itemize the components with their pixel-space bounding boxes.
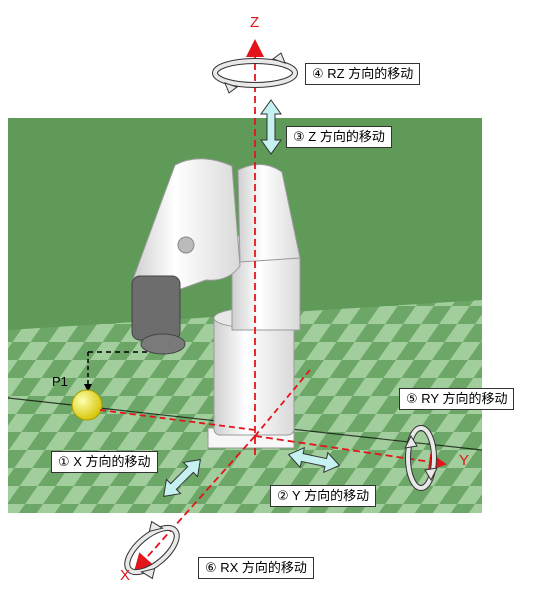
rotation-arrow-icon — [212, 52, 298, 94]
callout-z-move: ③ Z 方向的移动 — [286, 126, 392, 148]
x-axis — [134, 435, 256, 572]
point-label: P1 — [52, 374, 68, 389]
callout-y-move: ② Y 方向的移动 — [270, 485, 377, 507]
x-axis-label: X — [120, 567, 131, 584]
callout-x-move: ① X 方向的移动 — [51, 451, 158, 473]
double-arrow-icon — [287, 446, 341, 474]
y-axis-label: Y — [459, 452, 470, 469]
rotation-arrow-icon — [124, 520, 180, 580]
ry-back-line — [254, 369, 311, 437]
x-axis-back — [99, 409, 256, 431]
double-arrow-icon — [260, 99, 282, 155]
target-ball — [71, 389, 103, 421]
callout-rz-move: ④ RZ 方向的移动 — [305, 63, 421, 85]
robot-arm — [131, 158, 301, 449]
double-arrow-icon — [163, 459, 201, 497]
rotation-arrow-icon — [404, 425, 438, 491]
z-axis-label: Z — [250, 14, 260, 31]
down-arrow-icon — [84, 384, 92, 392]
callout-ry-move: ⑤ RY 方向的移动 — [399, 388, 515, 410]
callout-rx-move: ⑥ RX 方向的移动 — [198, 557, 314, 579]
